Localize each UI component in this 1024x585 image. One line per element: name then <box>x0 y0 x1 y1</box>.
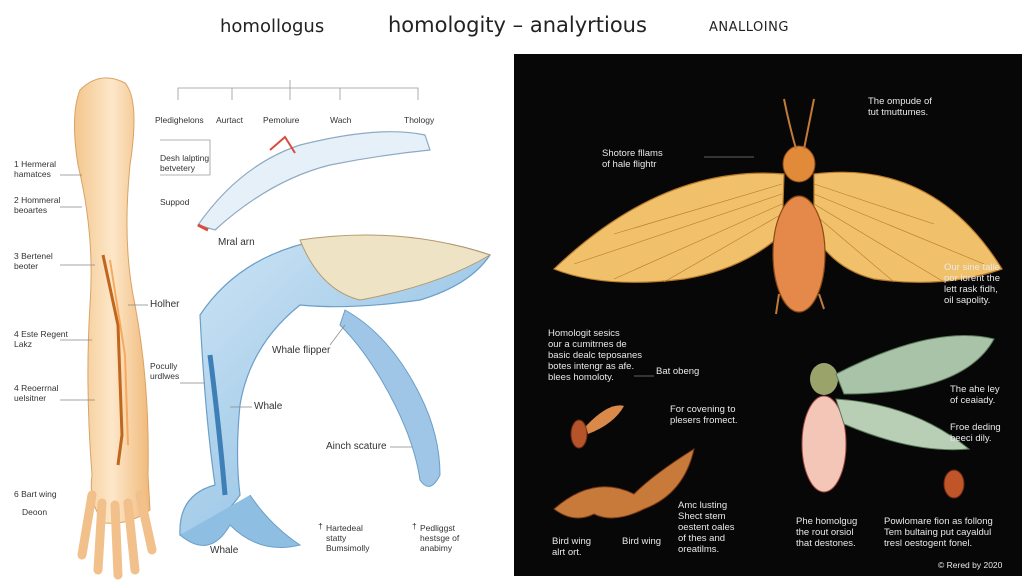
tree-header-3: Pemolure <box>263 115 299 125</box>
small-insect-1 <box>571 405 624 448</box>
insect-note-top-right: The ompude of tut tmuttumes. <box>868 96 932 118</box>
branch-label-1: Desh lalpting betvetery <box>160 153 209 173</box>
large-insect-drawing <box>554 99 1002 314</box>
analogy-panel: The ompude of tut tmuttumes. Shotore fll… <box>514 54 1022 576</box>
whale-drawing <box>180 235 490 548</box>
credit-label: © Rered by 2020 <box>938 560 1002 571</box>
arm-label-6: 6 Bart wing <box>14 489 57 499</box>
moth-drawing <box>802 336 994 492</box>
moth-note: The ahe ley of ceaiady. <box>950 384 1000 406</box>
insect-note-flight: Shotore fllams of hale flightr <box>602 148 663 170</box>
holher-label: Holher <box>150 299 179 311</box>
ainch-label: Ainch scature <box>326 441 387 453</box>
tree-header-5: Thology <box>404 115 434 125</box>
covering-note: For covening to plesers fromect. <box>670 404 738 426</box>
phe-note: Phe homolgug the rout orsiol that deston… <box>796 516 857 549</box>
arm-bottom-label: Deoon <box>22 507 47 517</box>
footnote-1-mark: † <box>318 521 323 531</box>
homology-illustration <box>0 55 512 585</box>
homology-panel: 1 Hermeral hamatces 2 Hommeral beoartes … <box>0 55 512 585</box>
whale-bottom-label: Whale <box>210 545 238 557</box>
left-header-title: homollogus <box>220 16 324 37</box>
arm-label-3: 3 Bertenel beoter <box>14 251 53 271</box>
mral-arn-label: Mral arn <box>218 237 255 249</box>
whale-mid-label: Whale <box>254 401 282 413</box>
arm-label-5: 4 Reoerrnal uelsitner <box>14 383 58 403</box>
arm-label-1: 1 Hermeral hamatces <box>14 159 56 179</box>
free-note: Froe deding beeci dily. <box>950 422 1001 444</box>
right-header-title: ANALLOING <box>709 20 789 35</box>
bird-wing-label-2: Bird wing <box>622 536 661 547</box>
homology-note: Homologit sesics our a cumitrnes de basi… <box>548 328 642 383</box>
arm-label-4: 4 Este Regent Lakz <box>14 329 68 349</box>
bat-drawing <box>554 449 694 518</box>
center-header-title: homologity – analyrtious <box>388 13 647 37</box>
small-insect-2 <box>944 470 964 498</box>
footnote-2: Pedliggst hestsge of anabimy <box>420 523 459 553</box>
bat-label: Bat obeng <box>656 366 699 377</box>
tree-header-4: Wach <box>330 115 351 125</box>
branch-label-2: Suppod <box>160 197 189 207</box>
human-arm-drawing <box>74 78 152 575</box>
footnote-1: Hartedeal statty Bumsimolly <box>326 523 369 553</box>
pocully-label: Pocully urdlwes <box>150 361 179 381</box>
analogy-illustration <box>514 54 1022 576</box>
arm-label-2: 2 Hommeral beoartes <box>14 195 60 215</box>
whale-flipper-label: Whale flipper <box>272 345 330 357</box>
insect-note-right: Our sine talle por lorent the lett rask … <box>944 262 1000 306</box>
bird-forearm-drawing <box>198 132 430 230</box>
footnote-2-mark: † <box>412 521 417 531</box>
tree-header-2: Aurtact <box>216 115 243 125</box>
pow-note: Powlomare fion as follong Tem bultaing p… <box>884 516 993 549</box>
tree-header-1: Pledighelons <box>155 115 204 125</box>
bird-wing-label-1: Bird wing alrt ort. <box>552 536 591 558</box>
amc-note: Amc lusting Shect stem oestent oales of … <box>678 500 735 555</box>
